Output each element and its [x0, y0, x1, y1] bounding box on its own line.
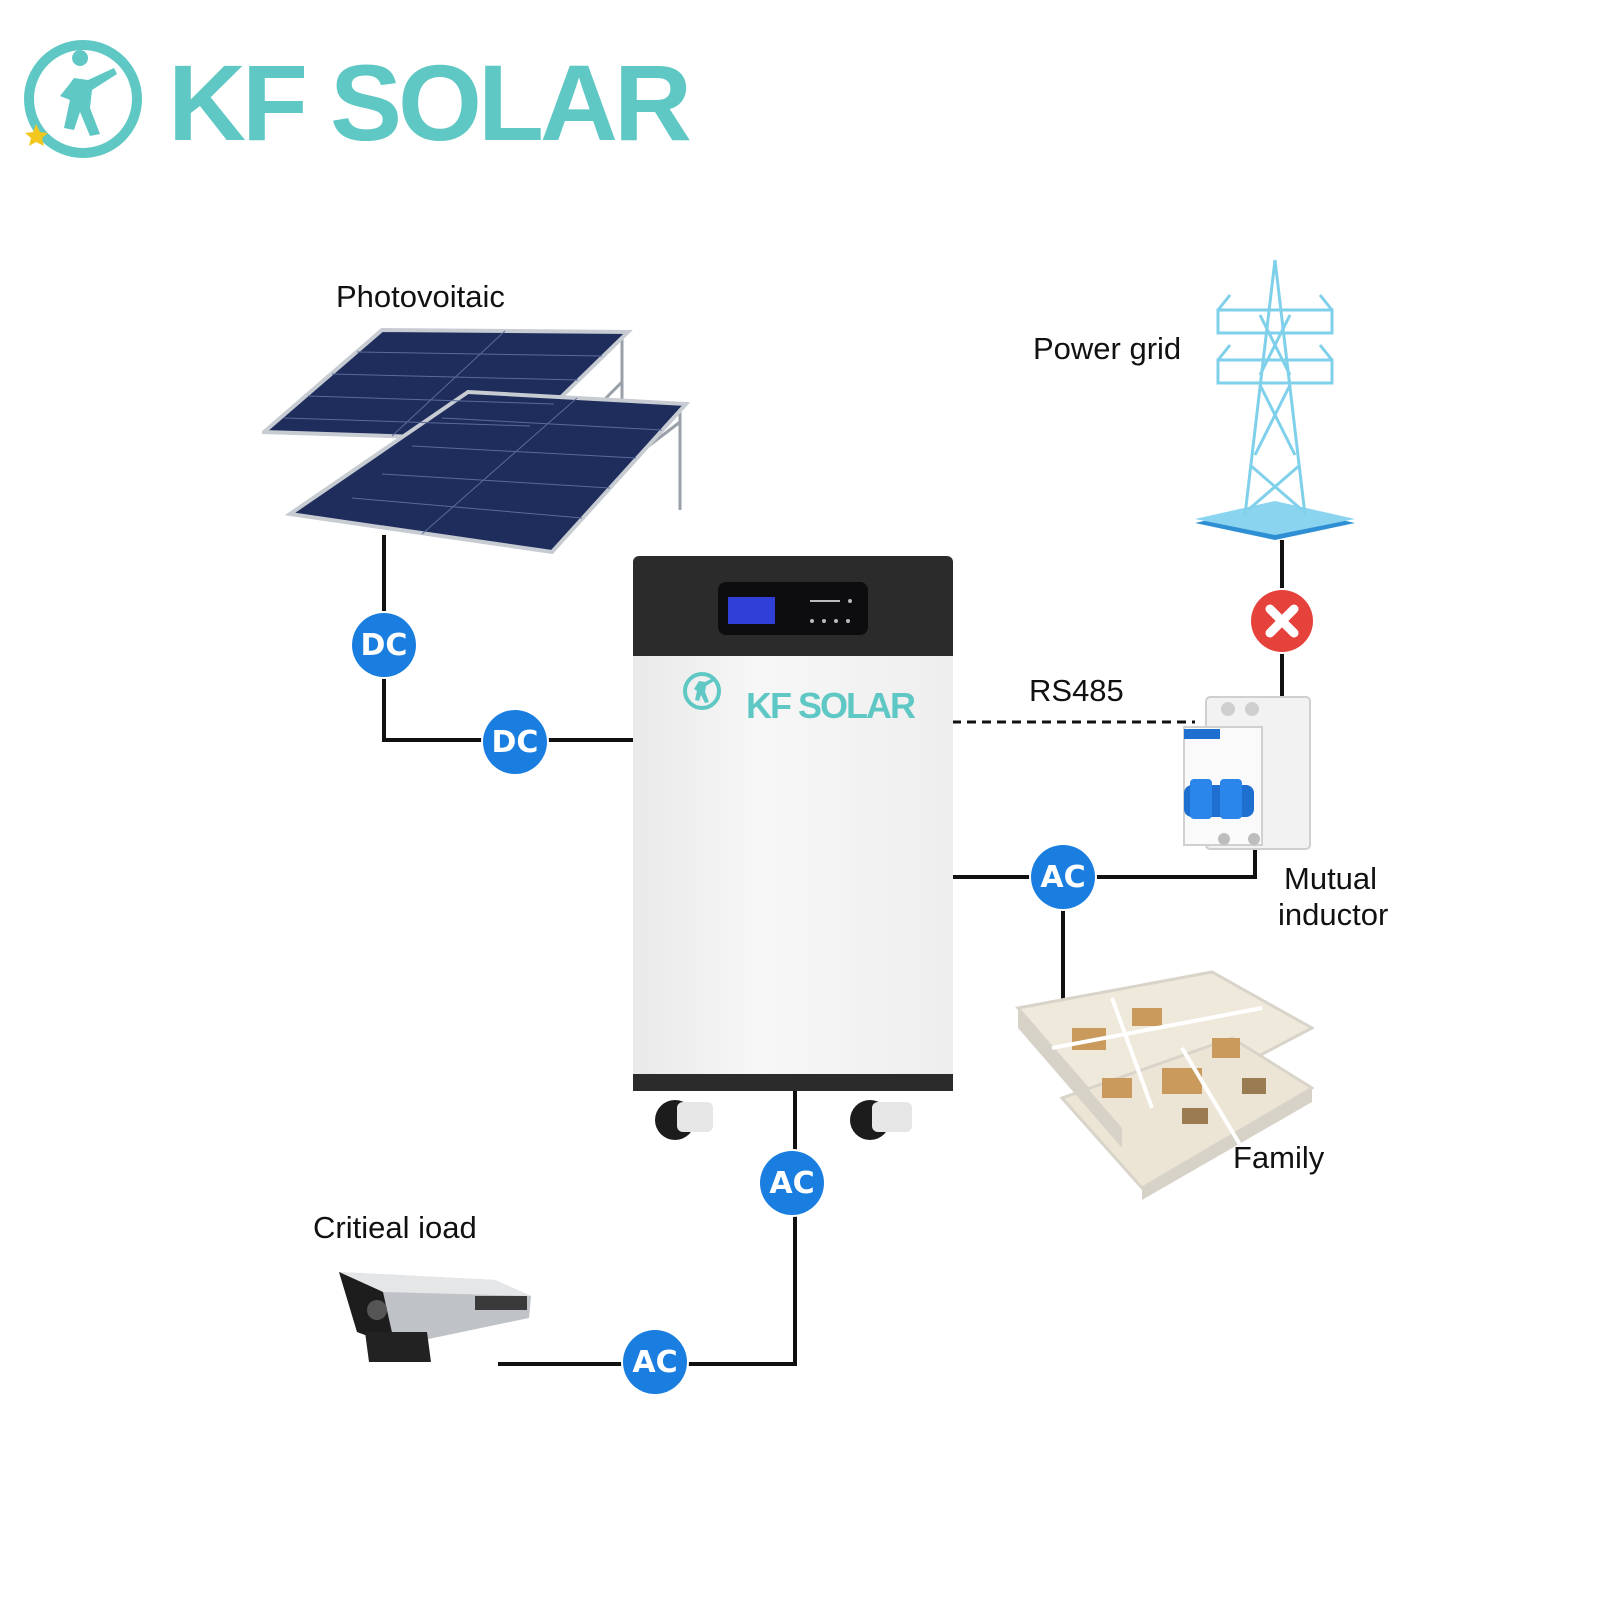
- dc-badge-horizontal: DC: [483, 710, 547, 774]
- critical-load-label: Critieal ioad: [313, 1210, 477, 1245]
- power-grid-label: Power grid: [1033, 331, 1182, 366]
- ac-badge-bottom: AC: [760, 1151, 824, 1215]
- wheels-icon: [655, 1100, 912, 1140]
- inverter-brand: KF SOLAR: [746, 685, 916, 726]
- control-buttons-icon: [810, 599, 852, 623]
- family-label: Family: [1233, 1140, 1325, 1175]
- inverter-base: [633, 1074, 953, 1091]
- kicking-figure-logo-icon: [24, 40, 142, 158]
- inverter-body: [633, 656, 953, 1074]
- power-grid-tower-icon: [1195, 259, 1355, 540]
- inverter-logo-icon: [683, 672, 721, 710]
- brand-name: KF SOLAR: [168, 42, 692, 163]
- dc-line-pv: [382, 535, 640, 742]
- mutual-inductor-breaker-icon: [1183, 696, 1311, 850]
- solar-panels-icon: [262, 327, 691, 555]
- photovoltaic-label: Photovoitaic: [336, 279, 505, 314]
- mutual-inductor-label-line1: Mutual: [1284, 861, 1378, 896]
- ac-badge-grid: AC: [1031, 845, 1095, 909]
- rs485-label: RS485: [1029, 673, 1124, 708]
- dc-badge-vertical: DC: [352, 613, 416, 677]
- mutual-inductor-label-line2: inductor: [1278, 897, 1389, 932]
- security-camera-icon: [339, 1272, 531, 1362]
- family-house-icon: [1015, 970, 1314, 1200]
- ac-badge-critical: AC: [623, 1330, 687, 1394]
- lcd-screen: [728, 597, 775, 624]
- disconnected-cross-icon: [1251, 590, 1313, 652]
